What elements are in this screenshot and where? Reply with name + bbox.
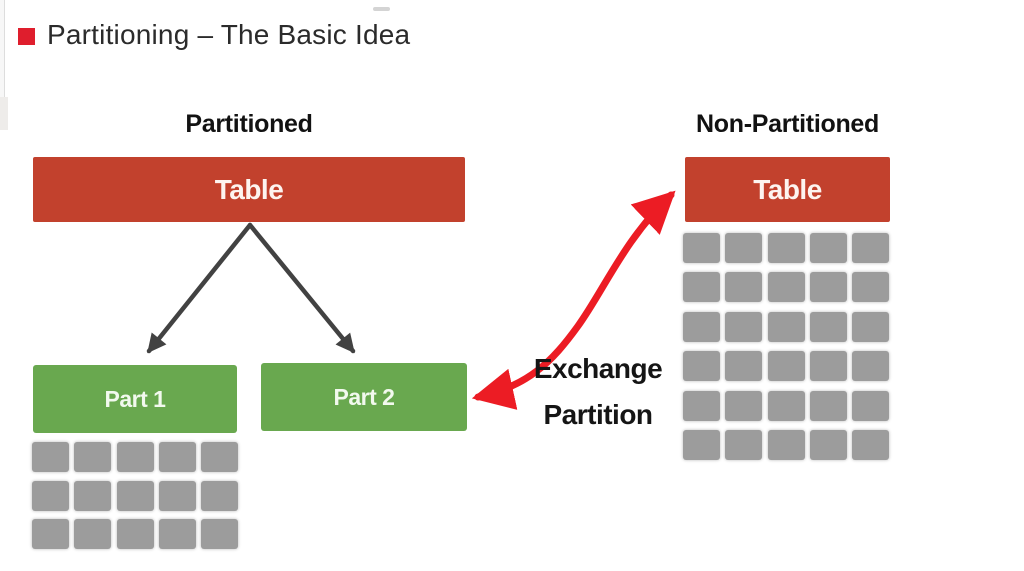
- title-bullet-icon: [18, 28, 35, 45]
- part2-label: Part 2: [333, 383, 395, 410]
- data-block: [683, 390, 720, 421]
- exchange-partition-label: Exchange Partition: [523, 346, 673, 438]
- non-partitioned-table-box: Table: [685, 157, 890, 222]
- data-block: [852, 233, 889, 263]
- data-block: [32, 519, 69, 549]
- data-block: [158, 442, 196, 472]
- top-edge-artifact: [373, 7, 390, 11]
- split-arrow-left: [146, 222, 253, 354]
- non-partitioned-heading: Non-Partitioned: [696, 110, 879, 138]
- data-block: [74, 442, 112, 472]
- data-block: [767, 390, 805, 421]
- data-block: [116, 480, 154, 511]
- data-block: [201, 480, 238, 511]
- data-block: [725, 233, 763, 263]
- data-block: [74, 480, 112, 511]
- part1-data-grid: [32, 442, 238, 549]
- data-block: [201, 442, 238, 472]
- data-block: [767, 233, 805, 263]
- split-arrow-right: [247, 222, 356, 354]
- exchange-label-line2: Partition: [543, 399, 653, 430]
- partitioned-table-box: Table: [33, 157, 465, 222]
- non-partitioned-data-grid: [683, 233, 889, 460]
- data-block: [809, 390, 847, 421]
- data-block: [683, 429, 720, 460]
- data-block: [683, 311, 720, 342]
- data-block: [852, 272, 889, 303]
- left-edge-notch-artifact: [0, 97, 8, 130]
- data-block: [809, 311, 847, 342]
- data-block: [809, 351, 847, 382]
- data-block: [852, 351, 889, 382]
- part1-box: Part 1: [33, 365, 237, 433]
- data-block: [767, 272, 805, 303]
- data-block: [158, 519, 196, 549]
- slide-header: Partitioning – The Basic Idea: [0, 0, 1024, 60]
- partitioned-heading: Partitioned: [185, 110, 313, 138]
- data-block: [74, 519, 112, 549]
- data-block: [809, 233, 847, 263]
- data-block: [852, 390, 889, 421]
- data-block: [683, 351, 720, 382]
- data-block: [725, 390, 763, 421]
- part2-box: Part 2: [261, 363, 467, 431]
- data-block: [683, 233, 720, 263]
- slide-title: Partitioning – The Basic Idea: [47, 19, 411, 50]
- part1-label: Part 1: [104, 385, 166, 412]
- data-block: [809, 429, 847, 460]
- data-block: [852, 311, 889, 342]
- data-block: [767, 429, 805, 460]
- exchange-label-line1: Exchange: [533, 353, 663, 384]
- data-block: [852, 429, 889, 460]
- data-block: [158, 480, 196, 511]
- non-partitioned-table-label: Table: [753, 173, 822, 205]
- data-block: [116, 519, 154, 549]
- left-edge-artifact: [0, 0, 5, 130]
- data-block: [809, 272, 847, 303]
- data-block: [32, 442, 69, 472]
- data-block: [201, 519, 238, 549]
- data-block: [725, 311, 763, 342]
- data-block: [725, 429, 763, 460]
- data-block: [32, 480, 69, 511]
- data-block: [725, 351, 763, 382]
- data-block: [116, 442, 154, 472]
- data-block: [767, 351, 805, 382]
- data-block: [767, 311, 805, 342]
- data-block: [725, 272, 763, 303]
- partitioned-table-label: Table: [214, 173, 284, 205]
- data-block: [683, 272, 720, 303]
